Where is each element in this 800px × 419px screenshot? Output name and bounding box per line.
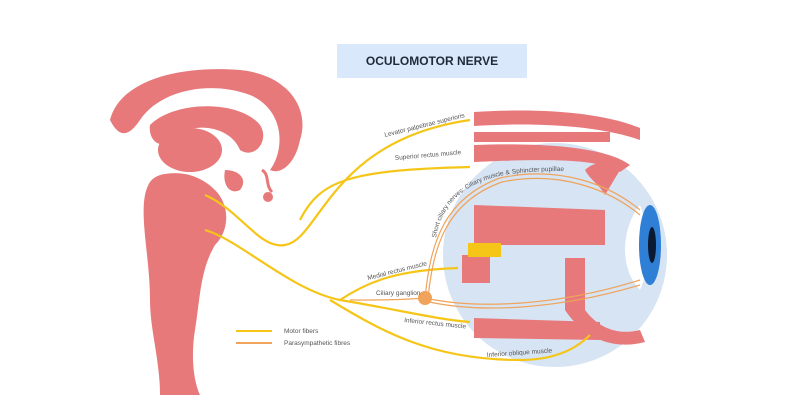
legend-label: Motor fibers [284,327,319,335]
infundibulum [261,168,274,194]
eye-muscles [462,110,645,345]
legend-label: Parasympathetic fibres [284,339,351,347]
levator-muscle-band [474,132,610,142]
lateral-rectus-muscle [474,205,605,245]
medial-rectus-muscle [462,255,490,283]
levator-palpebrae-muscle [474,110,640,140]
motor-fibers [204,118,591,362]
diagram-title: OCULOMOTOR NERVE [365,54,499,68]
pupil [648,227,656,263]
label-inferior-oblique: Inferior oblique muscle [487,347,553,359]
brainstem [110,69,303,395]
title-box: OCULOMOTOR NERVE [337,44,527,78]
label-ciliary-ganglion: Ciliary ganglion [376,290,421,297]
superior-rectus-muscle [474,144,630,172]
para-line-swatch [236,342,272,344]
ciliary-ganglion-block [468,243,501,257]
superior-oblique-tendon [585,162,620,195]
eyeball [443,143,667,367]
label-inferior-rectus: Inferior rectus muscle [404,317,467,330]
label-superior-rectus: Superior rectus muscle [395,149,462,162]
legend-item-motor: Motor fibers [236,325,350,337]
legend-item-parasympathetic: Parasympathetic fibres [236,337,350,349]
parasympathetic-fibers [349,173,641,309]
motor-line-swatch [236,330,272,332]
legend: Motor fibers Parasympathetic fibres [236,325,350,349]
label-levator: Levator palpebrae superioris [384,112,466,139]
inferior-rectus-muscle [474,318,600,340]
ciliary-ganglion-node [418,291,432,305]
